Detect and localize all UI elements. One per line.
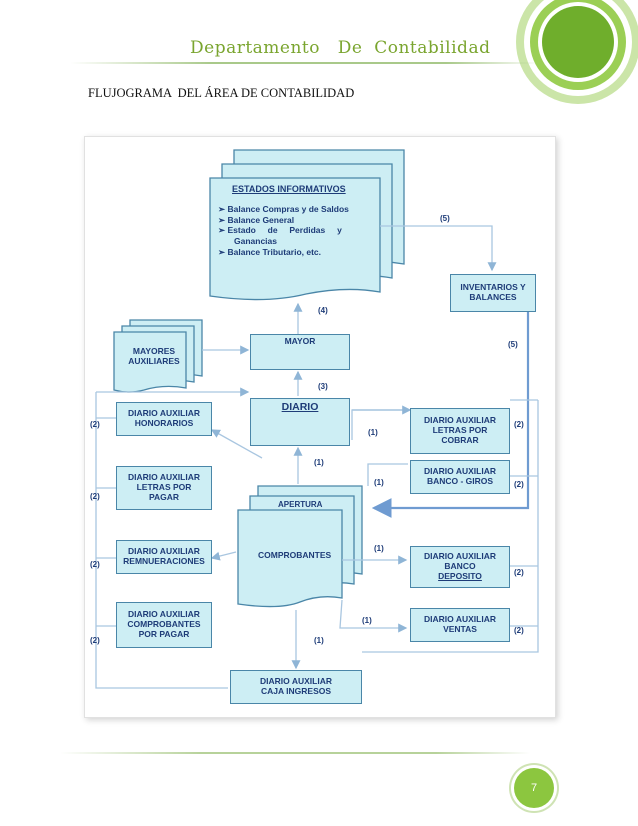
estados-item: ➢ Balance Tributario, etc.	[218, 246, 322, 257]
header-title: Departamento De Contabilidad	[190, 38, 491, 58]
label-2-right-3: (2)	[514, 568, 524, 577]
estados-item-2: Balance General	[227, 214, 295, 225]
label-2-left-4: (2)	[90, 636, 100, 645]
right-box-banco-giros: DIARIO AUXILIAR BANCO - GIROS	[410, 460, 510, 494]
estados-item-5: Balance Tributario, etc.	[227, 246, 322, 257]
left-box-honorarios: DIARIO AUXILIAR HONORARIOS	[116, 402, 212, 436]
estados-item: ➢ Estado de Perdidas y	[218, 225, 342, 236]
estados-item-3: Estado de Perdidas y	[227, 225, 342, 236]
right-box-banco-deposito: DIARIO AUXILIAR BANCO DEPOSITO	[410, 546, 510, 588]
label-1-diario: (1)	[314, 458, 324, 467]
estados-item-1: Balance Compras y de Saldos	[227, 204, 349, 214]
label-2-left-1: (2)	[90, 420, 100, 429]
header-divider	[70, 62, 540, 64]
estados-title: ESTADOS INFORMATIVOS	[232, 184, 346, 194]
estados-item: ➢ Balance Compras y de Saldos	[218, 204, 349, 214]
label-2-left-2: (2)	[90, 492, 100, 501]
label-1-caja: (1)	[314, 636, 324, 645]
diario-box: DIARIO	[250, 398, 350, 446]
estados-item: Ganancias	[218, 236, 378, 247]
left-box-comprobantes-pagar: DIARIO AUXILIAR COMPROBANTES POR PAGAR	[116, 602, 212, 648]
document-heading: FLUJOGRAMA DEL ÁREA DE CONTABILIDAD	[88, 86, 355, 100]
caja-ingresos-box: DIARIO AUXILIAR CAJA INGRESOS	[230, 670, 362, 704]
label-1-deposito: (1)	[374, 544, 384, 553]
right-box-letras-cobrar: DIARIO AUXILIAR LETRAS POR COBRAR	[410, 408, 510, 454]
label-1-ventas: (1)	[362, 616, 372, 625]
label-2-left-3: (2)	[90, 560, 100, 569]
label-4: (4)	[318, 306, 328, 315]
deposito-label: DEPOSITO	[438, 570, 482, 581]
estados-item: ➢ Balance General	[218, 214, 295, 225]
footer-divider	[60, 752, 530, 754]
label-1-banco: (1)	[374, 478, 384, 487]
label-5-top: (5)	[440, 214, 450, 223]
right-box-ventas: DIARIO AUXILIAR VENTAS	[410, 608, 510, 642]
mayor-box: MAYOR	[250, 334, 350, 370]
label-5-right: (5)	[508, 340, 518, 349]
label-2-right-1: (2)	[514, 420, 524, 429]
label-2-right-4: (2)	[514, 626, 524, 635]
left-box-remuneraciones: DIARIO AUXILIAR REMNUERACIONES	[116, 540, 212, 574]
estados-informativos-document: ESTADOS INFORMATIVOS ➢ Balance Compras y…	[218, 184, 378, 257]
mayores-auxiliares-label: MAYORES AUXILIARES	[128, 346, 180, 366]
comprobantes-label: COMPROBANTES	[258, 550, 332, 560]
page-number: 7	[514, 768, 554, 808]
label-1-letras: (1)	[368, 428, 378, 437]
left-box-letras-pagar: DIARIO AUXILIAR LETRAS POR PAGAR	[116, 466, 212, 510]
apertura-label: APERTURA	[278, 500, 323, 509]
label-2-right-2: (2)	[514, 480, 524, 489]
inventarios-balances-box: INVENTARIOS Y BALANCES	[450, 274, 536, 312]
label-3: (3)	[318, 382, 328, 391]
estados-item-4: Ganancias	[234, 235, 277, 246]
